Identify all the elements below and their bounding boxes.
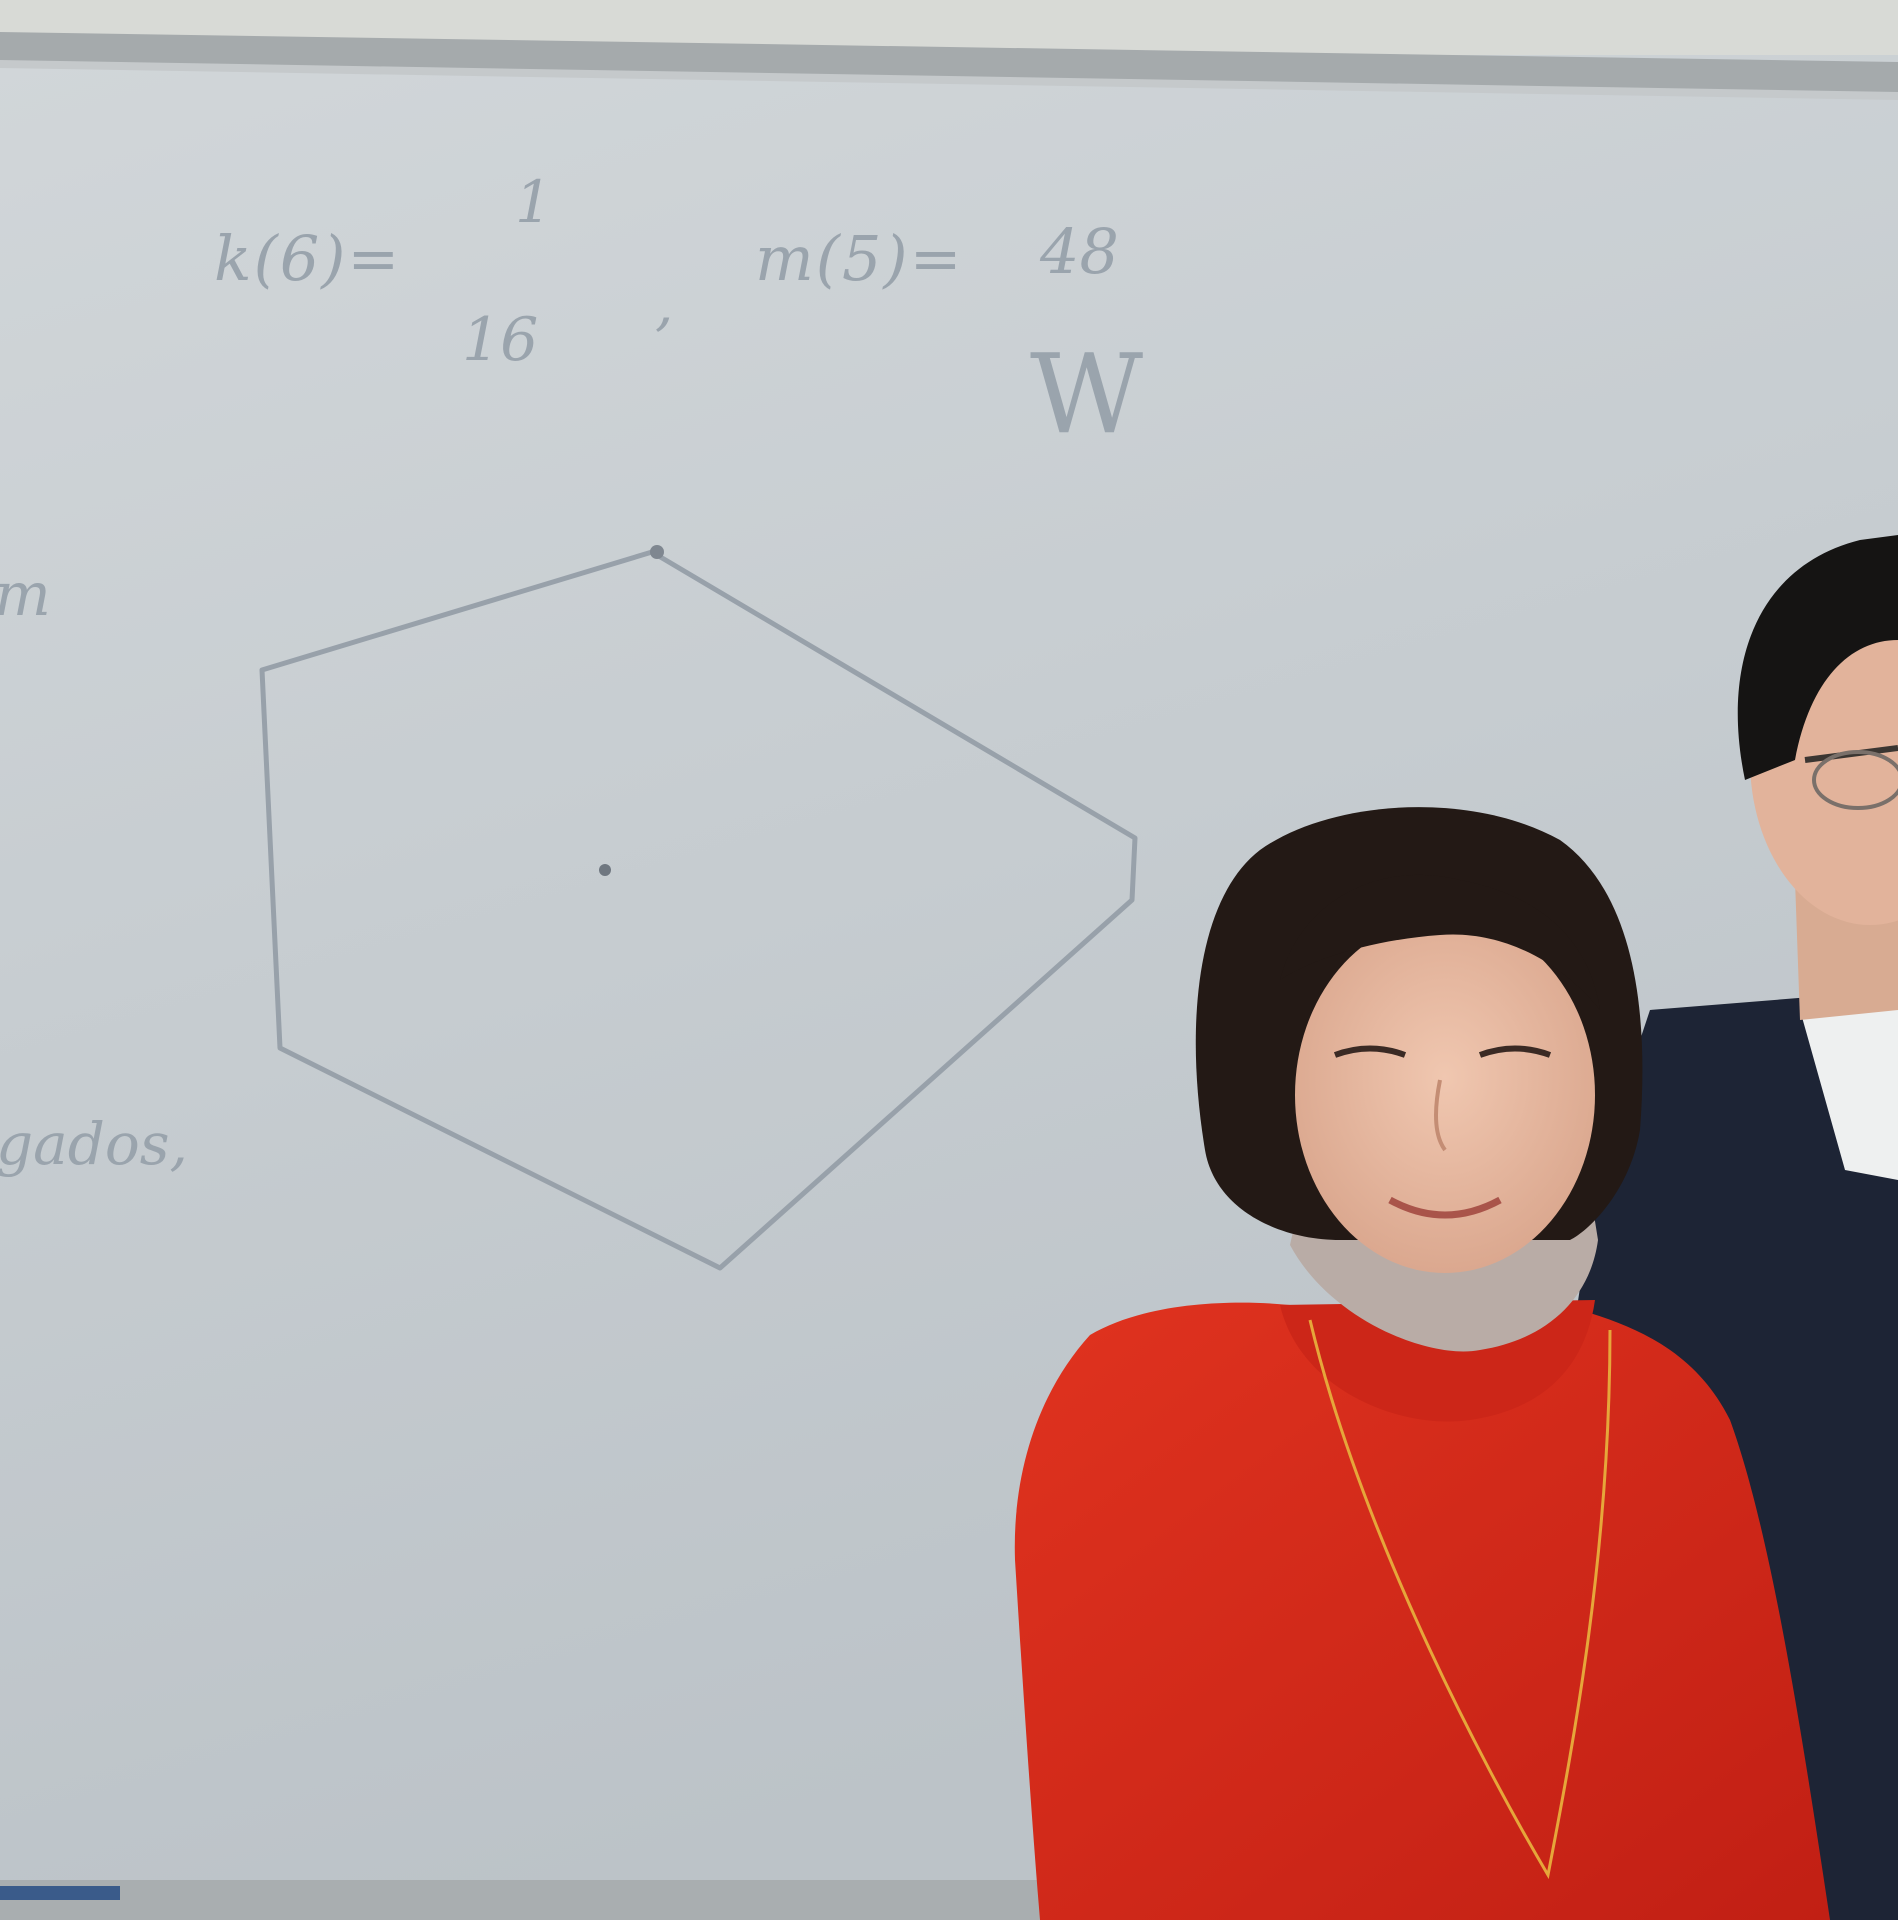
equation-right-value: 48 (1040, 215, 1119, 288)
equation-left: k(6)= (214, 222, 402, 295)
woman-mouth (1388, 1196, 1502, 1219)
woman-bangs (1280, 874, 1600, 1010)
man-glasses-lens (1812, 750, 1898, 810)
board-left-edge-top-text: m (0, 560, 51, 630)
woman-sweater (1014, 1302, 1830, 1920)
hexagon-center-dot (599, 864, 611, 876)
woman-right-eye (1478, 1045, 1552, 1058)
whiteboard-top-frame (0, 32, 1898, 98)
marker-tray (0, 1886, 120, 1900)
whiteboard-top-frame-highlight (0, 60, 1898, 100)
equation-right: m(5)= (755, 222, 964, 295)
man-shirt-collar (1800, 1000, 1898, 1180)
fraction-denominator: 16 (462, 305, 539, 375)
woman-face (1295, 917, 1595, 1273)
woman-nose (1434, 1079, 1447, 1152)
fraction-numerator: 1 (515, 168, 552, 236)
woman-left-eye (1333, 1045, 1407, 1058)
equation-right-below: W (1030, 330, 1144, 458)
equation-comma: , (655, 270, 674, 338)
woman-necklace (1308, 1319, 1612, 1880)
hexagon-vertex-dot (650, 545, 664, 559)
man-hair (1737, 535, 1898, 780)
board-left-edge-bottom-text: gados, (0, 1110, 188, 1178)
